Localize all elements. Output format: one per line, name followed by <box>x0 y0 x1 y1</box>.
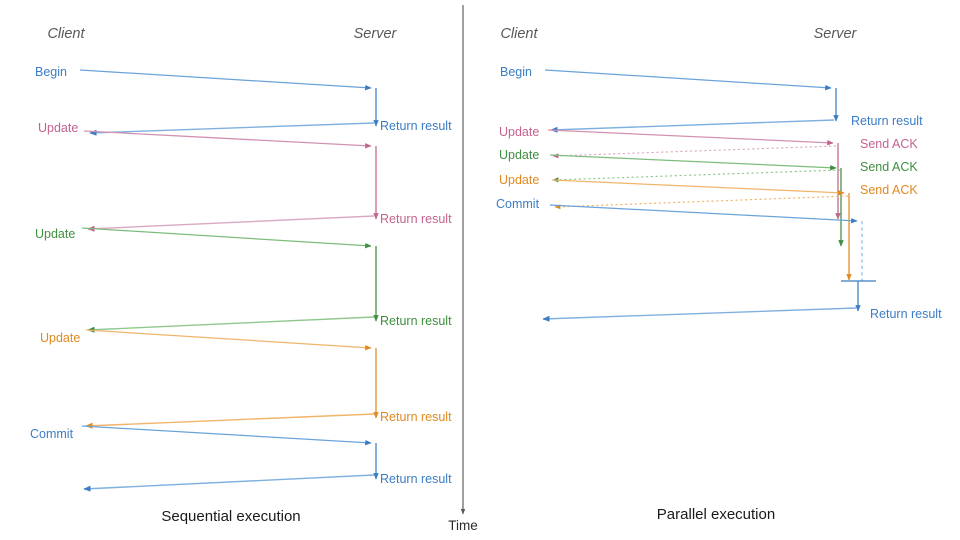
message-update-pink: Update <box>38 121 372 149</box>
label-return-5: Return result <box>380 472 452 486</box>
arrow-return-p1 <box>550 119 835 133</box>
label-update-p-pink: Update <box>499 125 539 139</box>
time-axis-label: Time <box>448 518 478 533</box>
message-send-ack-orange: Send ACK <box>554 183 918 210</box>
arrow-update-pink-request <box>83 130 372 149</box>
label-return-p1: Return result <box>851 114 923 128</box>
message-return-1: Return result <box>89 119 452 136</box>
arrow-return-5 <box>83 474 375 492</box>
label-return-p2: Return result <box>870 307 942 321</box>
arrow-send-ack-orange <box>554 195 849 210</box>
arrow-return-2 <box>87 215 375 232</box>
message-return-p1: Return result <box>550 114 923 133</box>
label-return-1: Return result <box>380 119 452 133</box>
lane-header-server: Server <box>354 26 398 42</box>
message-return-p2: Return result <box>542 307 942 322</box>
label-update-pink: Update <box>38 121 78 135</box>
label-commit: Commit <box>30 427 74 441</box>
message-send-ack-pink: Send ACK <box>552 137 918 159</box>
arrow-update-p-pink <box>547 129 834 146</box>
arrow-commit-2-request <box>549 204 858 224</box>
lane-header-client-2: Client <box>500 26 538 42</box>
label-return-3: Return result <box>380 314 452 328</box>
arrow-update-p-green <box>549 154 837 171</box>
label-send-ack-green: Send ACK <box>860 160 918 174</box>
arrow-commit-request <box>81 425 372 446</box>
message-commit: Commit <box>30 425 372 446</box>
arrow-update-orange-request <box>85 329 372 351</box>
label-update-p-green: Update <box>499 148 539 162</box>
label-commit-2: Commit <box>496 197 540 211</box>
message-return-3: Return result <box>87 314 452 333</box>
arrow-return-4 <box>85 413 375 429</box>
label-return-4: Return result <box>380 410 452 424</box>
label-update-p-orange: Update <box>499 173 539 187</box>
message-return-2: Return result <box>87 212 452 232</box>
arrow-send-ack-pink <box>552 145 837 159</box>
label-begin: Begin <box>35 65 67 79</box>
arrow-update-p-orange <box>551 179 845 196</box>
label-send-ack-pink: Send ACK <box>860 137 918 151</box>
arrow-send-ack-green <box>552 169 841 183</box>
message-return-5: Return result <box>83 472 452 492</box>
panel-parallel: Client Server Begin Return result Update <box>496 26 942 523</box>
caption-parallel: Parallel execution <box>657 506 775 523</box>
message-send-ack-green: Send ACK <box>552 160 918 183</box>
message-update-p-pink: Update <box>499 125 834 146</box>
message-update-p-orange: Update <box>499 173 845 196</box>
message-update-p-green: Update <box>499 148 837 171</box>
label-send-ack-orange: Send ACK <box>860 183 918 197</box>
arrow-begin-request <box>79 69 372 91</box>
panel-sequential: Client Server Begin Return result Update <box>30 26 452 525</box>
arrow-return-1 <box>89 122 375 136</box>
lane-header-client: Client <box>47 26 85 42</box>
time-axis: Time <box>448 5 478 533</box>
label-begin-2: Begin <box>500 65 532 79</box>
message-update-orange: Update <box>40 329 372 351</box>
message-commit-2: Commit <box>496 197 858 224</box>
arrow-return-p2 <box>542 307 857 322</box>
caption-sequential: Sequential execution <box>161 508 300 525</box>
arrow-update-green-request <box>81 227 372 249</box>
message-update-green: Update <box>35 227 372 249</box>
label-update-orange: Update <box>40 331 80 345</box>
message-return-4: Return result <box>85 410 452 429</box>
label-return-2: Return result <box>380 212 452 226</box>
arrow-begin-2-request <box>544 69 832 91</box>
message-begin-2: Begin <box>500 65 832 91</box>
label-update-green: Update <box>35 227 75 241</box>
arrow-return-3 <box>87 316 375 333</box>
lane-header-server-2: Server <box>814 26 858 42</box>
message-begin: Begin <box>35 65 372 91</box>
